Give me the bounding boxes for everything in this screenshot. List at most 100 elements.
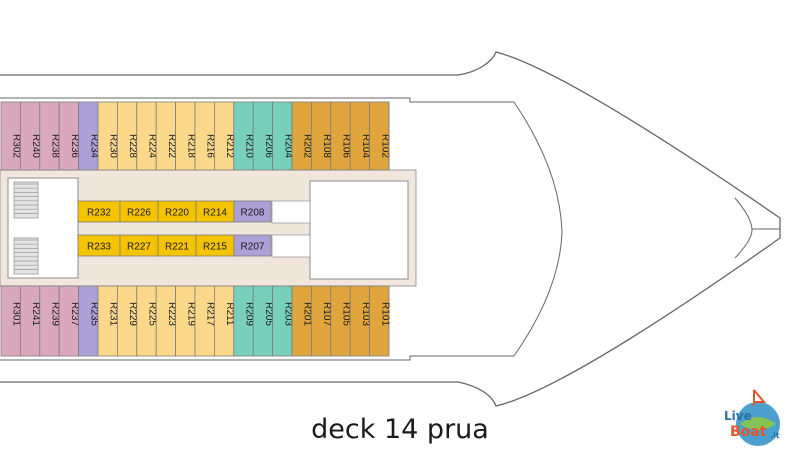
cabin-R233[interactable]: R233: [77, 234, 121, 257]
corridor: [0, 169, 417, 287]
cabin-R224[interactable]: R224: [136, 101, 158, 171]
cabin-R101[interactable]: R101: [369, 285, 391, 357]
cabin-R225[interactable]: R225: [136, 285, 158, 357]
cabin-R229[interactable]: R229: [117, 285, 138, 357]
cabin-label: R227: [127, 242, 151, 253]
cabin-label: R211: [224, 302, 235, 326]
cabin-R223[interactable]: R223: [155, 285, 177, 357]
cabin-label: R218: [185, 134, 196, 158]
cabin-R235[interactable]: R235: [78, 285, 100, 357]
stair-steps: [14, 183, 38, 270]
cabin-label: R235: [88, 302, 99, 326]
cabin-label: R217: [205, 302, 216, 326]
cabin-R240[interactable]: R240: [19, 101, 41, 171]
cabin-label: R301: [11, 302, 22, 326]
cabin-label: R225: [147, 302, 158, 326]
cabin-R220[interactable]: R220: [157, 200, 197, 223]
cabin-R205[interactable]: R205: [252, 285, 274, 357]
cabin-R212[interactable]: R212: [213, 101, 235, 171]
deck-caption: deck 14 prua: [311, 414, 489, 445]
cabin-R222[interactable]: R222: [155, 101, 177, 171]
cabin-label: R215: [203, 242, 227, 253]
liveboat-logo: Live Boat .it: [724, 389, 780, 446]
cabin-R234[interactable]: R234: [78, 101, 100, 171]
cabin-R203[interactable]: R203: [272, 285, 294, 357]
cabin-label: R107: [321, 302, 332, 326]
cabin-R211[interactable]: R211: [213, 285, 235, 357]
cabin-label: R223: [166, 302, 177, 326]
cabin-label: R221: [165, 242, 189, 253]
cabin-label: R234: [88, 134, 99, 158]
cabin-shape: [233, 200, 272, 223]
cabin-R231[interactable]: R231: [97, 285, 119, 357]
cabin-R202[interactable]: R202: [291, 101, 313, 171]
cabin-R241[interactable]: R241: [19, 285, 41, 357]
cabin-label: R236: [69, 134, 80, 158]
cabin-R102[interactable]: R102: [369, 101, 391, 171]
cabin-label: R237: [69, 302, 80, 326]
cabin-label: R226: [127, 208, 151, 219]
cabin-R238[interactable]: R238: [39, 101, 61, 171]
cabin-R226[interactable]: R226: [119, 200, 159, 223]
cabin-R204[interactable]: R204: [272, 101, 294, 171]
cabin-label: R208: [241, 208, 265, 219]
cabin-label: R204: [282, 134, 293, 158]
cabin-R216[interactable]: R216: [194, 101, 216, 171]
cabin-R237[interactable]: R237: [58, 285, 80, 357]
cabin-label: R105: [341, 302, 352, 326]
cabin-R227[interactable]: R227: [119, 234, 159, 257]
cabin-R230[interactable]: R230: [97, 101, 119, 171]
cabin-label: R106: [341, 134, 352, 158]
cabin-label: R207: [241, 242, 265, 253]
cabin-R208[interactable]: R208: [233, 200, 272, 223]
logo-text-line1: Live: [724, 409, 752, 423]
cabin-shape: [369, 285, 390, 357]
cabin-label: R108: [321, 134, 332, 158]
cabin-label: R210: [244, 134, 255, 158]
logo-text-line2: Boat: [730, 424, 767, 440]
cabin-R232[interactable]: R232: [77, 200, 121, 223]
central-passage-upper: [271, 200, 311, 224]
cabin-label: R102: [379, 134, 390, 158]
cabin-R104[interactable]: R104: [349, 101, 371, 171]
cabin-R105[interactable]: R105: [330, 285, 352, 357]
cabin-R228[interactable]: R228: [117, 101, 138, 171]
bow-tip-arc: [734, 197, 753, 259]
cabin-label: R231: [108, 302, 119, 326]
cabin-R206[interactable]: R206: [252, 101, 274, 171]
cabin-R221[interactable]: R221: [157, 234, 197, 257]
cabin-R302[interactable]: R302: [0, 101, 22, 171]
cabin-R207[interactable]: R207: [233, 234, 272, 257]
cabin-label: R224: [147, 134, 158, 158]
cabin-label: R222: [166, 134, 177, 158]
cabin-label: R238: [50, 134, 61, 158]
cabin-R214[interactable]: R214: [195, 200, 235, 223]
cabin-label: R239: [50, 302, 61, 326]
cabin-R218[interactable]: R218: [175, 101, 197, 171]
cabin-R108[interactable]: R108: [310, 101, 332, 171]
cabin-label: R103: [360, 302, 371, 326]
cabin-label: R214: [203, 208, 227, 219]
cabin-R201[interactable]: R201: [291, 285, 313, 357]
cabin-label: R302: [11, 134, 22, 158]
cabin-label: R241: [30, 302, 41, 326]
cabin-R107[interactable]: R107: [310, 285, 332, 357]
cabin-R106[interactable]: R106: [330, 101, 352, 171]
cabin-R217[interactable]: R217: [194, 285, 216, 357]
cabin-shape: [233, 234, 272, 257]
cabin-R239[interactable]: R239: [39, 285, 61, 357]
cabin-label: R202: [302, 134, 313, 158]
cabin-label: R229: [127, 302, 138, 326]
cabin-R236[interactable]: R236: [58, 101, 80, 171]
cabin-R209[interactable]: R209: [233, 285, 255, 357]
cabin-R103[interactable]: R103: [349, 285, 371, 357]
cabin-label: R219: [185, 302, 196, 326]
cabin-R219[interactable]: R219: [175, 285, 197, 357]
cabin-R215[interactable]: R215: [195, 234, 235, 257]
cabin-R210[interactable]: R210: [233, 101, 255, 171]
cabin-R301[interactable]: R301: [0, 285, 22, 357]
logo-text-suffix: .it: [770, 431, 780, 440]
